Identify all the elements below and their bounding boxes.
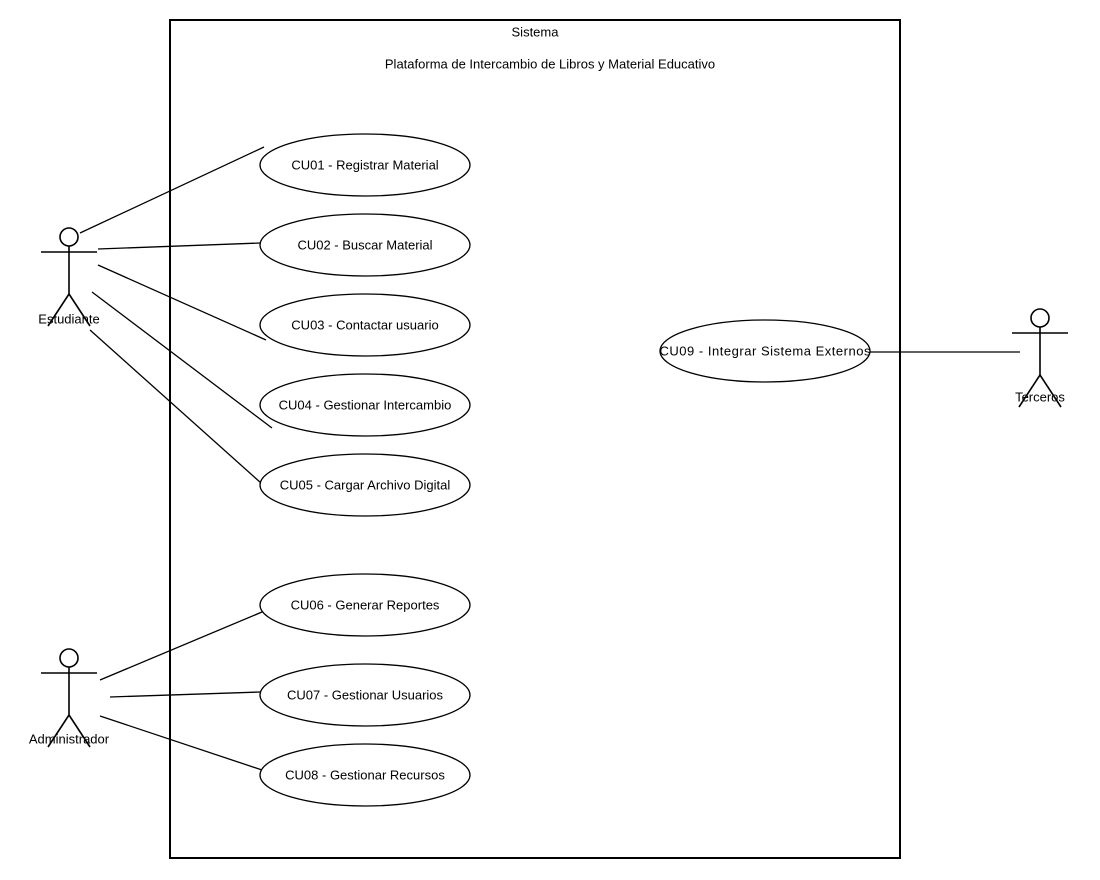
actor-right-leg-icon: [68, 714, 91, 748]
use-case-ellipse[interactable]: [259, 663, 471, 727]
use-case-cu04[interactable]: CU04 - Gestionar Intercambio: [259, 373, 471, 437]
use-case-ellipse[interactable]: [259, 453, 471, 517]
use-case-label: CU08 - Gestionar Recursos: [285, 767, 445, 782]
use-case-cu06[interactable]: CU06 - Generar Reportes: [259, 573, 471, 637]
use-case-cu07[interactable]: CU07 - Gestionar Usuarios: [259, 663, 471, 727]
system-title: Sistema: [512, 24, 560, 39]
use-case-label: CU03 - Contactar usuario: [291, 317, 438, 332]
actor-label: Estudiante: [38, 311, 99, 326]
actor-right-leg-icon: [1039, 374, 1062, 408]
use-case-cu08[interactable]: CU08 - Gestionar Recursos: [259, 743, 471, 807]
association-estudiante-cu05: [89, 329, 281, 501]
use-case-label: CU02 - Buscar Material: [297, 237, 432, 252]
actor-head-icon: [59, 227, 79, 247]
use-case-ellipse[interactable]: [659, 319, 871, 383]
use-case-cu09[interactable]: CU09 - Integrar Sistema Externos: [659, 319, 872, 383]
system-boundary-box: [169, 19, 901, 859]
association-estudiante-cu02: [97, 242, 261, 250]
actor-head-icon: [59, 648, 79, 668]
system-subtitle: Plataforma de Intercambio de Libros y Ma…: [385, 56, 715, 71]
actor-administrador[interactable]: Administrador: [29, 648, 110, 748]
use-case-cu03[interactable]: CU03 - Contactar usuario: [259, 293, 471, 357]
use-case-ellipse[interactable]: [259, 373, 471, 437]
actor-label: Administrador: [29, 731, 110, 746]
association-administrador-cu06: [99, 611, 263, 681]
use-case-cu01[interactable]: CU01 - Registrar Material: [259, 133, 471, 197]
use-case-label: CU05 - Cargar Archivo Digital: [280, 477, 451, 492]
use-case-cu02[interactable]: CU02 - Buscar Material: [259, 213, 471, 277]
association-lines-layer: [79, 146, 1020, 771]
use-case-label: CU06 - Generar Reportes: [291, 597, 440, 612]
use-case-label: CU01 - Registrar Material: [291, 157, 438, 172]
association-estudiante-cu04: [91, 291, 273, 429]
actor-left-leg-icon: [47, 714, 70, 748]
use-case-ellipse[interactable]: [259, 213, 471, 277]
use-case-label: CU07 - Gestionar Usuarios: [287, 687, 444, 702]
use-case-ellipse[interactable]: [259, 293, 471, 357]
association-administrador-cu08: [99, 715, 263, 771]
use-case-label: CU04 - Gestionar Intercambio: [279, 397, 452, 412]
use-case-cu05[interactable]: CU05 - Cargar Archivo Digital: [259, 453, 471, 517]
actor-head-icon: [1030, 308, 1050, 328]
actor-left-leg-icon: [47, 293, 70, 327]
actor-label: Terceros: [1015, 389, 1065, 404]
use-case-ellipse[interactable]: [259, 573, 471, 637]
actor-left-leg-icon: [1018, 374, 1041, 408]
actor-terceros[interactable]: Terceros: [1012, 308, 1068, 408]
association-estudiante-cu03: [97, 264, 267, 341]
association-estudiante-cu01: [79, 146, 265, 234]
use-case-ellipse[interactable]: [259, 743, 471, 807]
use-case-ellipse[interactable]: [259, 133, 471, 197]
association-administrador-cu07: [109, 691, 261, 698]
actor-estudiante[interactable]: Estudiante: [38, 227, 100, 327]
use-case-label: CU09 - Integrar Sistema Externos: [660, 343, 872, 358]
actor-right-leg-icon: [68, 293, 91, 327]
